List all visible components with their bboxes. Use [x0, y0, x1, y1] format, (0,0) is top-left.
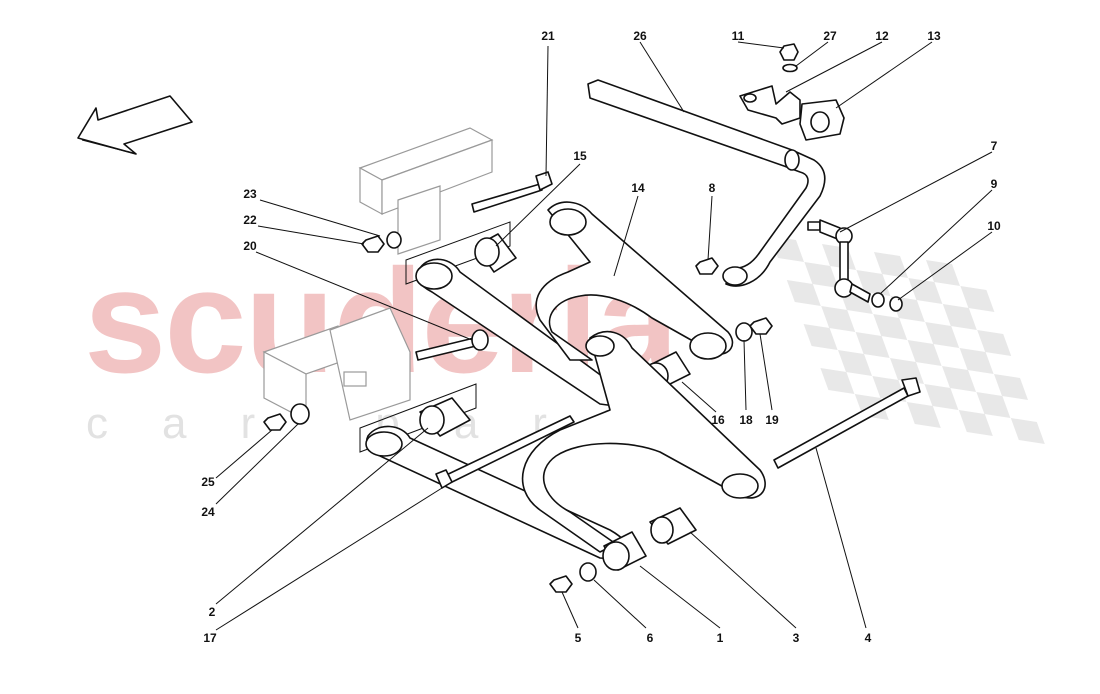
flag-cell [804, 262, 839, 288]
callout-4: 4 [865, 631, 872, 645]
flag-cell [874, 252, 908, 278]
flag-cell [959, 348, 994, 374]
bolt-20 [415, 329, 489, 361]
nut-19 [749, 317, 773, 335]
flag-cell [821, 306, 856, 332]
nut-25 [263, 413, 287, 431]
callout-8: 8 [709, 181, 716, 195]
bushing-3 [649, 507, 697, 545]
arrow-icon [77, 95, 193, 155]
callout-18: 18 [739, 413, 753, 427]
nut-5 [549, 575, 573, 593]
washer-9 [871, 292, 885, 308]
callout-12: 12 [875, 29, 889, 43]
anti-roll-bar-bushing [799, 99, 845, 141]
bushing-15 [474, 233, 517, 273]
callout-26: 26 [633, 29, 647, 43]
flag-cell [907, 340, 942, 366]
leader-lines [215, 41, 993, 631]
washer-6 [579, 562, 597, 582]
flag-cell [820, 368, 855, 394]
washer-27 [782, 63, 798, 73]
flag-cell [925, 322, 960, 348]
callout-19: 19 [765, 413, 779, 427]
stabilizer-link [807, 219, 871, 303]
flag-cell [926, 260, 960, 286]
nut-22 [361, 235, 385, 253]
flag-cell [855, 332, 890, 358]
callout-5: 5 [575, 631, 582, 645]
flag-cell [942, 366, 976, 392]
flag-cell [994, 374, 1028, 400]
callout-22: 22 [243, 213, 257, 227]
bushing-lower-rear [419, 397, 471, 437]
callout-11: 11 [732, 29, 745, 43]
flag-cell [976, 392, 1011, 418]
callout-7: 7 [991, 139, 998, 153]
callout-14: 14 [631, 181, 645, 195]
callout-13: 13 [927, 29, 941, 43]
flag-cell [908, 278, 943, 304]
callout-3: 3 [793, 631, 800, 645]
callout-9: 9 [991, 177, 998, 191]
callout-23: 23 [243, 187, 257, 201]
callout-21: 21 [541, 29, 555, 43]
nut-8 [695, 257, 719, 275]
callout-16: 16 [711, 413, 725, 427]
callout-15: 15 [573, 149, 587, 163]
callout-25: 25 [201, 475, 215, 489]
anti-roll-bar [587, 79, 826, 287]
lower-wishbone [365, 330, 766, 561]
flag-cell [958, 410, 993, 436]
washer-24 [290, 403, 310, 425]
flag-cell [873, 314, 908, 340]
callout-1: 1 [717, 631, 724, 645]
callout-20: 20 [243, 239, 257, 253]
checkered-flag-icon [770, 236, 1045, 444]
flag-cell [960, 286, 995, 312]
anti-roll-bar-bracket [739, 85, 801, 125]
callout-17: 17 [203, 631, 217, 645]
chassis-frame [262, 127, 494, 421]
washer-23 [386, 231, 402, 249]
callout-24: 24 [201, 505, 215, 519]
flag-cell [803, 324, 838, 350]
flag-cell [838, 350, 872, 376]
bolt-4 [773, 377, 921, 469]
upper-wishbone [415, 201, 734, 409]
washer-10 [889, 296, 903, 312]
callout-labels: 21 15 26 11 27 12 13 7 9 10 8 14 23 22 2… [201, 29, 1001, 645]
callout-6: 6 [647, 631, 654, 645]
bolt-17 [435, 415, 575, 489]
callout-2: 2 [209, 605, 216, 619]
bolt-21 [471, 171, 553, 213]
flag-cell [1010, 418, 1045, 444]
nut-11 [779, 43, 799, 61]
flag-cell [942, 304, 977, 330]
callout-27: 27 [823, 29, 837, 43]
flag-cell [924, 384, 959, 410]
flag-cell [786, 280, 821, 306]
flag-cell [906, 402, 941, 428]
callout-10: 10 [987, 219, 1001, 233]
bushing-1 [602, 531, 647, 571]
flag-cell [856, 270, 891, 296]
flag-cell [977, 330, 1012, 356]
